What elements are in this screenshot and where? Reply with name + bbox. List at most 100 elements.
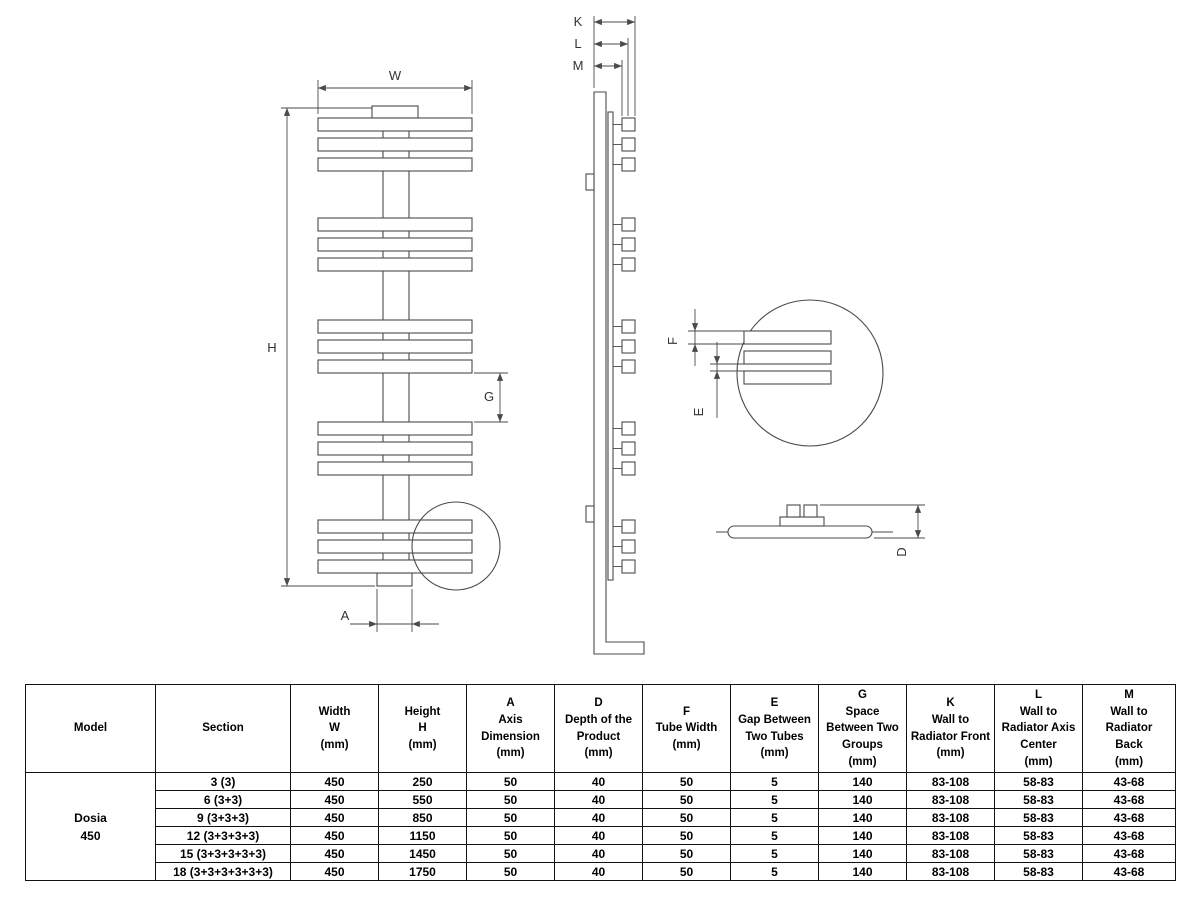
- value-cell: 5: [730, 862, 819, 882]
- value-cell: 43-68: [1082, 844, 1176, 864]
- dim-klm: K L M: [573, 14, 636, 116]
- value-cell: 1450: [378, 844, 467, 864]
- wall-bracket-top: [585, 173, 595, 191]
- dim-f: F: [665, 309, 744, 366]
- value-cell: 83-108: [906, 862, 995, 882]
- value-cell: 40: [554, 844, 643, 864]
- col-header-m: M Wall to Radiator Back (mm): [1082, 683, 1176, 774]
- col-header-height: Height H (mm): [378, 683, 467, 774]
- value-cell: 40: [554, 772, 643, 792]
- top-view-tube-1: [786, 504, 801, 518]
- col-header-k: K Wall to Radiator Front (mm): [906, 683, 995, 774]
- dim-label-d: D: [894, 547, 909, 556]
- dim-label-e: E: [691, 407, 706, 416]
- dim-g: G: [474, 372, 508, 423]
- dim-a: A: [341, 589, 439, 632]
- col-header-section: Section: [155, 683, 291, 774]
- value-cell: 83-108: [906, 808, 995, 828]
- value-cell: 43-68: [1082, 826, 1176, 846]
- value-cell: 5: [730, 826, 819, 846]
- value-cell: 58-83: [994, 772, 1083, 792]
- value-cell: 450: [290, 844, 379, 864]
- value-cell: 58-83: [994, 862, 1083, 882]
- value-cell: 58-83: [994, 826, 1083, 846]
- dim-e: E: [691, 342, 744, 418]
- value-cell: 43-68: [1082, 862, 1176, 882]
- value-cell: 140: [818, 826, 907, 846]
- value-cell: 58-83: [994, 790, 1083, 810]
- top-view-tube-2: [803, 504, 818, 518]
- side-view: [585, 91, 645, 655]
- value-cell: 50: [466, 790, 555, 810]
- value-cell: 50: [642, 844, 731, 864]
- dim-label-w: W: [389, 68, 402, 83]
- value-cell: 140: [818, 772, 907, 792]
- value-cell: 40: [554, 826, 643, 846]
- dim-w: W: [317, 68, 473, 114]
- tube-detail-view: F E: [665, 299, 884, 447]
- value-cell: 83-108: [906, 790, 995, 810]
- col-header-g: G Space Between Two Groups (mm): [818, 683, 907, 774]
- value-cell: 43-68: [1082, 790, 1176, 810]
- value-cell: 140: [818, 790, 907, 810]
- value-cell: 58-83: [994, 808, 1083, 828]
- dim-label-g: G: [484, 389, 494, 404]
- side-column: [607, 111, 614, 581]
- section-cell: 18 (3+3+3+3+3+3): [155, 862, 291, 882]
- value-cell: 1750: [378, 862, 467, 882]
- value-cell: 40: [554, 790, 643, 810]
- wall-bracket-bottom: [585, 505, 595, 523]
- value-cell: 40: [554, 862, 643, 882]
- section-cell: 12 (3+3+3+3): [155, 826, 291, 846]
- value-cell: 450: [290, 808, 379, 828]
- value-cell: 83-108: [906, 826, 995, 846]
- front-view: [317, 105, 501, 591]
- col-header-a: A Axis Dimension (mm): [466, 683, 555, 774]
- detail-circle: [736, 299, 884, 447]
- top-view-base: [779, 516, 825, 527]
- value-cell: 140: [818, 862, 907, 882]
- value-cell: 50: [466, 772, 555, 792]
- value-cell: 50: [642, 808, 731, 828]
- dim-label-k: K: [574, 14, 583, 29]
- dim-label-l: L: [574, 36, 581, 51]
- spec-table: Model Section Width W (mm) Height H (mm)…: [25, 683, 1176, 882]
- value-cell: 50: [466, 808, 555, 828]
- technical-drawing: W H G A: [267, 14, 925, 655]
- value-cell: 5: [730, 790, 819, 810]
- value-cell: 50: [642, 772, 731, 792]
- model-cell: Dosia 450: [25, 772, 156, 882]
- top-tab: [371, 105, 419, 119]
- dim-h: H: [267, 107, 375, 587]
- top-view: D: [716, 504, 925, 557]
- section-cell: 3 (3): [155, 772, 291, 792]
- value-cell: 43-68: [1082, 808, 1176, 828]
- section-cell: 15 (3+3+3+3+3): [155, 844, 291, 864]
- value-cell: 1150: [378, 826, 467, 846]
- value-cell: 5: [730, 772, 819, 792]
- header-row: Model Section Width W (mm) Height H (mm)…: [25, 683, 1176, 774]
- col-header-l: L Wall to Radiator Axis Center (mm): [994, 683, 1083, 774]
- bottom-stub: [376, 572, 413, 587]
- dim-label-h: H: [267, 340, 276, 355]
- value-cell: 50: [642, 862, 731, 882]
- col-header-d: D Depth of the Product (mm): [554, 683, 643, 774]
- value-cell: 140: [818, 844, 907, 864]
- col-header-model: Model: [25, 683, 156, 774]
- value-cell: 140: [818, 808, 907, 828]
- value-cell: 83-108: [906, 772, 995, 792]
- value-cell: 450: [290, 772, 379, 792]
- value-cell: 43-68: [1082, 772, 1176, 792]
- value-cell: 5: [730, 844, 819, 864]
- value-cell: 550: [378, 790, 467, 810]
- col-header-f: F Tube Width (mm): [642, 683, 731, 774]
- value-cell: 250: [378, 772, 467, 792]
- section-cell: 9 (3+3+3): [155, 808, 291, 828]
